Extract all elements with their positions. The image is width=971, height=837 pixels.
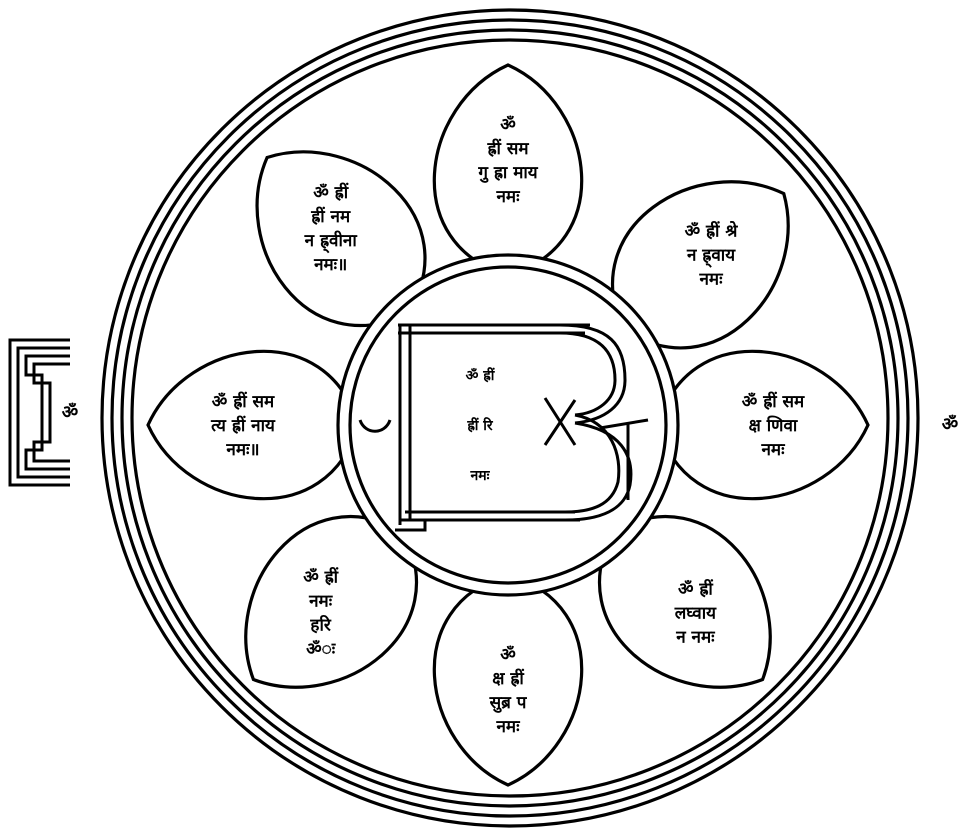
petal-text-line: ॐ ह्रीं श्रे bbox=[685, 221, 739, 242]
left-gate-glyph: ॐ bbox=[62, 402, 78, 423]
petal-text-line: नमः bbox=[308, 591, 334, 611]
petal-text-line: न ह्र्वाय bbox=[686, 246, 736, 268]
petal-text-line: ह्रीं सम bbox=[486, 138, 529, 159]
petal-bottom: ॐ क्ष ह्रीं सुब्र प नमः bbox=[434, 575, 581, 785]
petal-text-line: ॐ ह्रीं सम bbox=[742, 391, 805, 412]
petal-top: ॐ ह्रीं सम गु ह्रा माय नमः bbox=[434, 65, 581, 275]
petal-text-line: नमः bbox=[760, 440, 786, 460]
petal-text-line: ॐः bbox=[306, 639, 337, 659]
petal-text-line: ॐ ह्रीं bbox=[313, 182, 348, 203]
petal-text-line: सुब्र प bbox=[489, 693, 528, 713]
petal-text-line: क्ष णिवा bbox=[749, 415, 798, 436]
petal-text-line: त्य ह्रीं नाय bbox=[210, 415, 276, 436]
petal-left: ॐ ह्रीं सम त्य ह्रीं नाय नमः॥ bbox=[148, 351, 358, 498]
petal-text-line: लघ्वाय bbox=[674, 603, 717, 623]
right-gate-glyph: ॐ bbox=[942, 414, 958, 435]
petal-text-line: गु ह्रा माय bbox=[477, 163, 538, 183]
petal-text-line: नमः bbox=[495, 187, 521, 207]
petal-text-line: ॐ ह्रीं bbox=[678, 578, 713, 599]
petal-text-line: न ह्र्वीना bbox=[304, 230, 358, 253]
petal-text-line: नमः bbox=[698, 270, 724, 290]
petal-text-line: क्ष ह्रीं bbox=[492, 668, 524, 689]
petal-text-line: ॐ bbox=[500, 645, 516, 665]
petal-text-line: नमः॥ bbox=[225, 440, 259, 460]
petal-text-line: ह्रीं नम bbox=[310, 206, 351, 227]
center-mantra-line: ॐ ह्रीं bbox=[466, 367, 496, 384]
petal-text-line: हरि bbox=[309, 614, 331, 635]
center-mantra-line: ह्रीं रि bbox=[466, 417, 494, 434]
petal-text-line: ॐ bbox=[500, 115, 516, 135]
petal-text-line: न नमः bbox=[675, 627, 716, 647]
petal-text-line: ॐ ह्रीं bbox=[303, 566, 338, 587]
petal-right: ॐ ह्रीं सम क्ष णिवा नमः bbox=[658, 351, 868, 498]
petal-text-line: ॐ ह्रीं सम bbox=[212, 391, 275, 412]
petal-text-line: नमः॥ bbox=[313, 255, 347, 275]
center-mantra-line: नमः bbox=[470, 468, 491, 484]
petal-text-line: नमः bbox=[495, 717, 521, 737]
